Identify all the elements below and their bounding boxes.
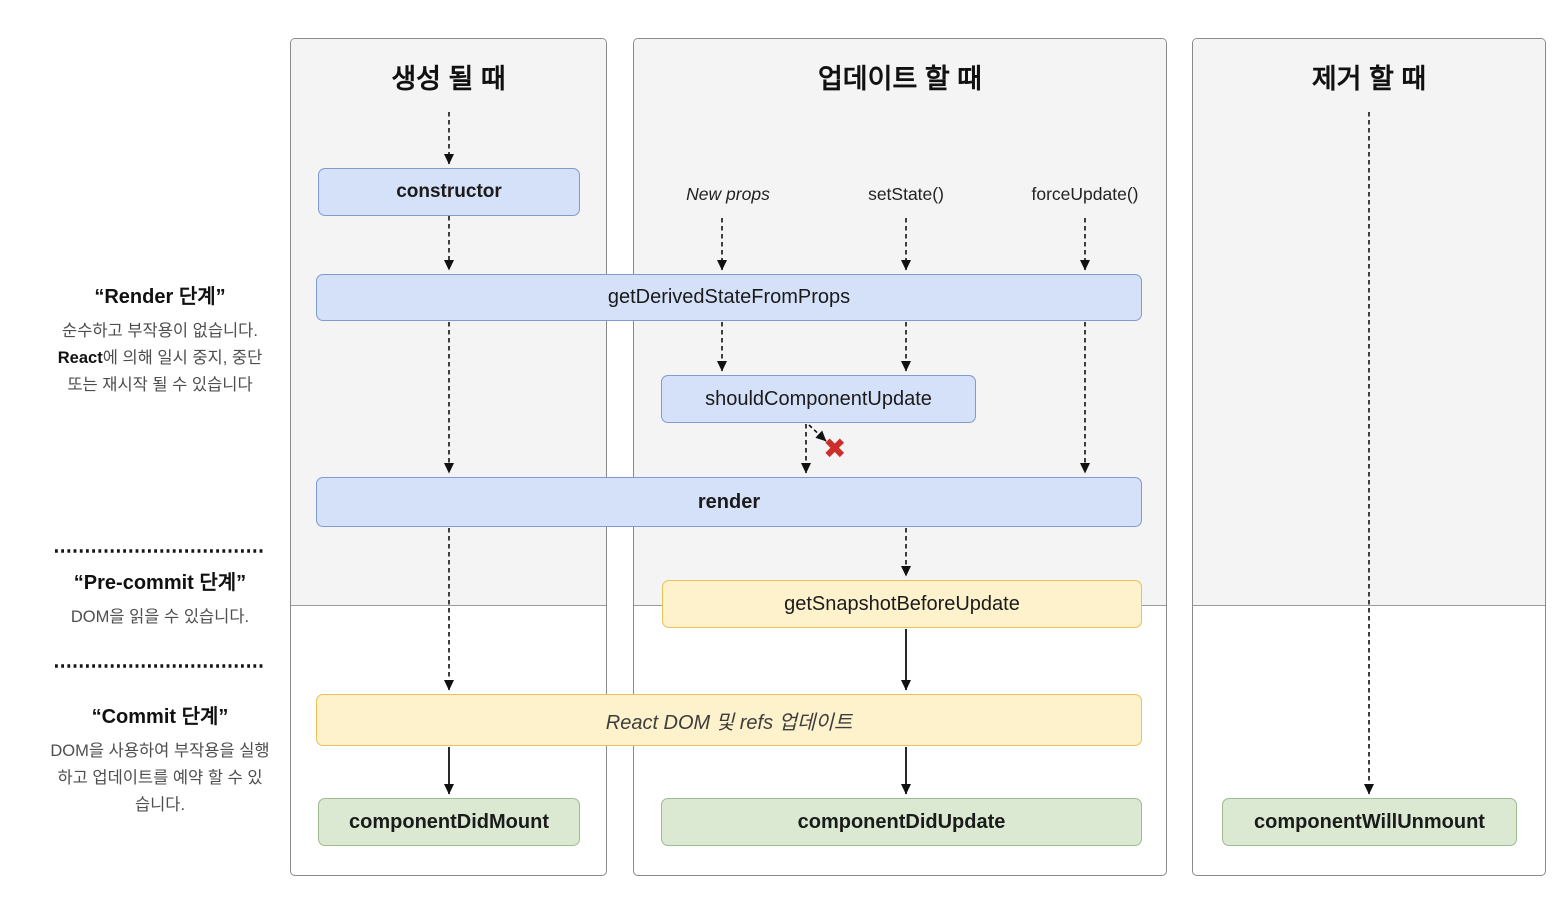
phase-render-description: 순수하고 부작용이 없습니다. React에 의해 일시 중지, 중단 또는 재…	[50, 318, 270, 399]
node-should-component-update: shouldComponentUpdate	[661, 375, 976, 423]
node-component-will-unmount: componentWillUnmount	[1222, 798, 1517, 846]
phase-commit: “Commit 단계” DOM을 사용하여 부작용을 실행하고 업데이트를 예약…	[50, 700, 270, 819]
node-get-snapshot-before-update: getSnapshotBeforeUpdate	[662, 580, 1142, 628]
phase-render-desc-part2: 에 의해 일시 중지, 중단 또는 재시작 될 수 있습니다	[67, 349, 263, 394]
trigger-new-props: New props	[686, 184, 770, 204]
phase-render-title: “Render 단계”	[94, 286, 226, 308]
node-constructor: constructor	[318, 168, 580, 216]
phase-precommit-description: DOM을 읽을 수 있습니다.	[70, 608, 250, 626]
phase-render-desc-react: React	[57, 349, 103, 367]
phase-render: “Render 단계” 순수하고 부작용이 없습니다. React에 의해 일시…	[50, 280, 270, 399]
skip-render-x-icon: ✖	[823, 433, 847, 464]
trigger-force-update: forceUpdate()	[1031, 184, 1139, 204]
node-render: render	[316, 477, 1142, 527]
node-get-derived-state-from-props: getDerivedStateFromProps	[316, 274, 1142, 321]
phase-commit-description: DOM을 사용하여 부작용을 실행하고 업데이트를 예약 할 수 있습니다.	[50, 742, 270, 814]
arrow-scu-skip-branch	[808, 424, 827, 442]
phase-render-desc-part1: 순수하고 부작용이 없습니다.	[62, 322, 258, 340]
node-react-dom-update: React DOM 및 refs 업데이트	[316, 694, 1142, 746]
panel-unmount-title: 제거 할 때	[1311, 64, 1427, 94]
phase-precommit: “Pre-commit 단계” DOM을 읽을 수 있습니다.	[50, 566, 270, 631]
panel-mount-title: 생성 될 때	[391, 64, 506, 94]
panel-update-title: 업데이트 할 때	[817, 64, 983, 94]
node-component-did-update: componentDidUpdate	[661, 798, 1142, 846]
node-component-did-mount: componentDidMount	[318, 798, 580, 846]
trigger-set-state: setState()	[868, 184, 944, 204]
phase-precommit-title: “Pre-commit 단계”	[73, 572, 247, 594]
phase-commit-title: “Commit 단계”	[91, 706, 229, 728]
